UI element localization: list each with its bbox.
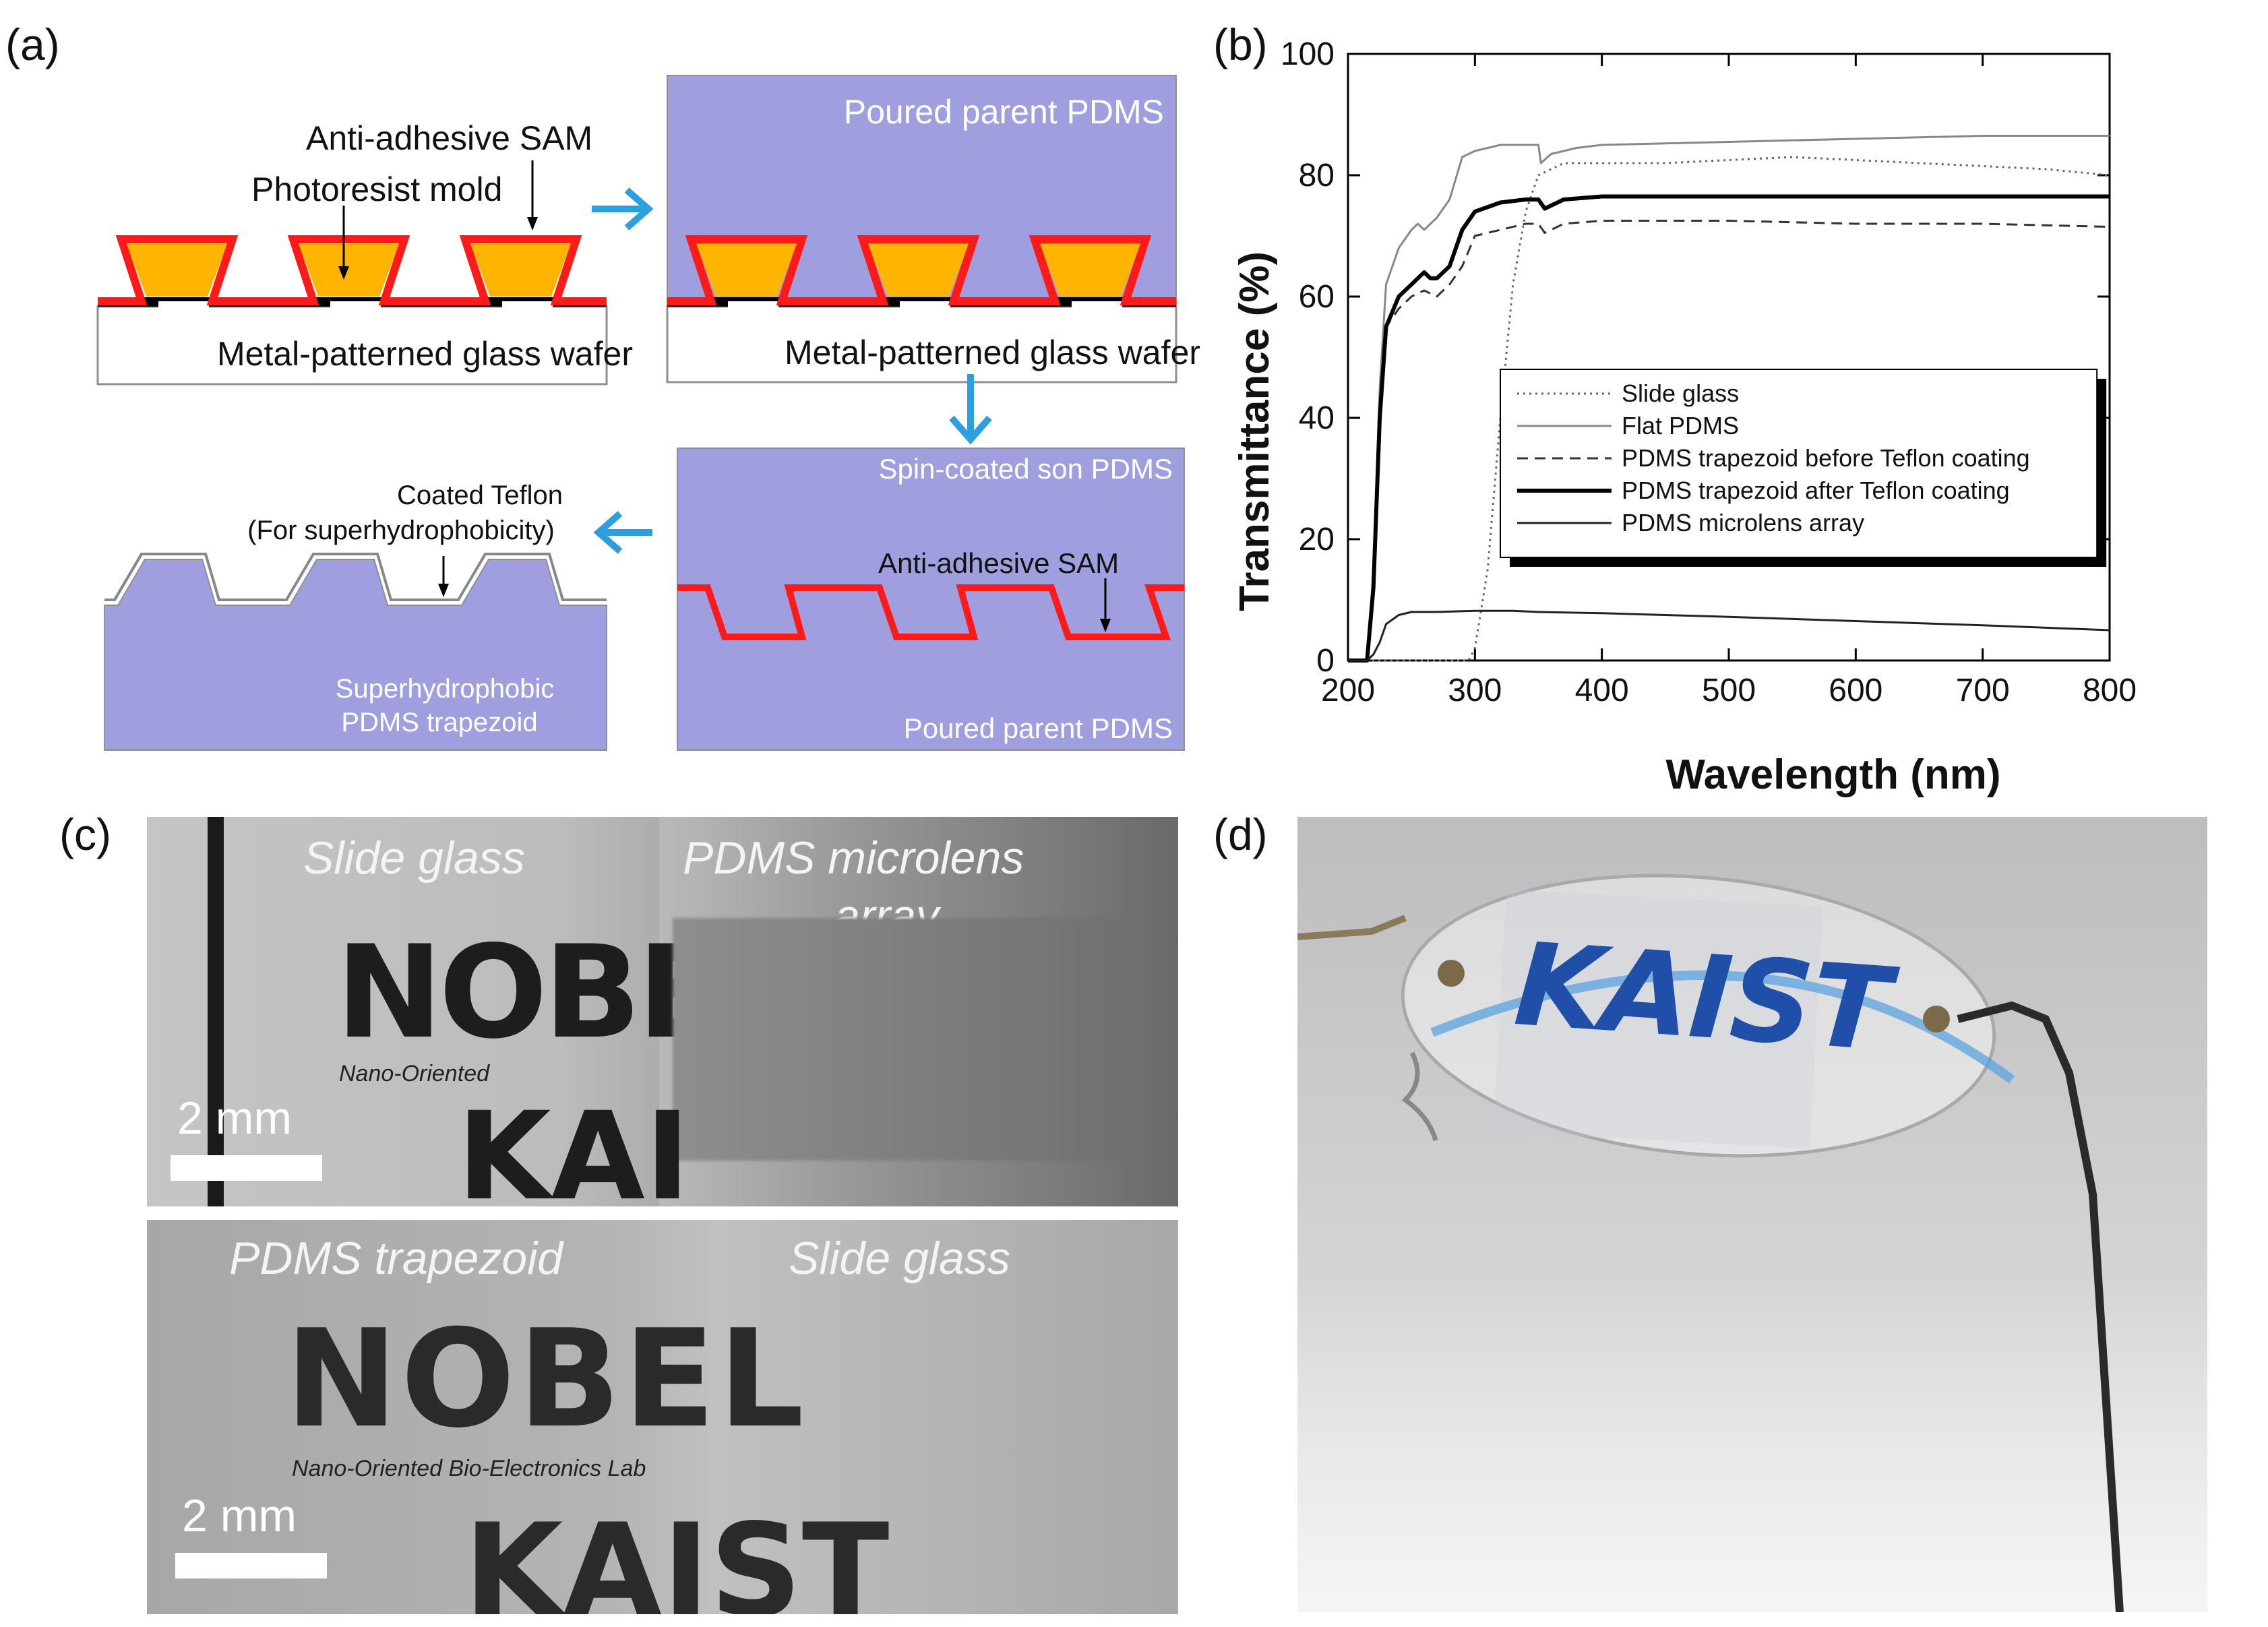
photo-c-top: Slide glass PDMS microlens array NOBEL N… xyxy=(147,817,1178,1206)
c-top-left-caption: Slide glass xyxy=(303,832,525,884)
fabrication-schematic: Anti-adhesive SAM Photoresist mold Metal… xyxy=(96,75,1200,751)
c-bottom-logo-kaist: KAIST xyxy=(464,1496,890,1614)
y-tick-label: 0 xyxy=(1316,643,1335,679)
step4-bottom-label-1: Superhydrophobic xyxy=(336,674,555,704)
c-bottom-left-caption: PDMS trapezoid xyxy=(229,1233,563,1284)
step3-spin-coated xyxy=(677,448,1185,751)
c-bottom-scalebar xyxy=(175,1553,327,1578)
plot-frame xyxy=(1347,53,2111,662)
step4-bottom-label-2: PDMS trapezoid xyxy=(341,708,537,737)
c-top-scale-label: 2 mm xyxy=(177,1093,292,1144)
step4-teflon-label-1: Coated Teflon xyxy=(397,481,563,510)
x-tick-label: 700 xyxy=(1956,673,2010,708)
step1-mold-label: Photoresist mold xyxy=(251,171,502,208)
c-top-right-caption-1: PDMS microlens xyxy=(683,832,1024,884)
x-tick-label: 600 xyxy=(1829,673,1882,708)
photo-d-glasses: KAIST xyxy=(1297,817,2207,1612)
c-bottom-logo: NOBEL xyxy=(285,1301,807,1458)
step4-superhydrophobic xyxy=(104,553,607,751)
x-tick-label: 500 xyxy=(1702,673,1756,708)
y-tick-label: 60 xyxy=(1299,279,1335,315)
arrow-down-icon xyxy=(949,374,992,445)
kaist-logo: KAIST xyxy=(1510,918,1893,1078)
x-tick-label: 400 xyxy=(1575,673,1629,708)
legend-label: PDMS trapezoid before Teflon coating xyxy=(1622,444,2030,472)
y-tick-label: 40 xyxy=(1299,400,1335,436)
c-top-scalebar xyxy=(171,1155,322,1181)
chart-xlabel: Wavelength (nm) xyxy=(1665,751,2000,798)
step2-wafer-label: Metal-patterned glass wafer xyxy=(785,334,1200,371)
photo-c-bottom: PDMS trapezoid Slide glass NOBEL Nano-Or… xyxy=(147,1220,1178,1614)
legend-box xyxy=(1500,369,2098,558)
step3-top-label: Spin-coated son PDMS xyxy=(878,453,1173,485)
c-top-logo-kaist: KAI xyxy=(457,1086,690,1206)
step3-sam-label: Anti-adhesive SAM xyxy=(878,547,1119,579)
series-line-1 xyxy=(1348,156,2110,662)
y-tick-label: 80 xyxy=(1299,158,1335,193)
series-line-5 xyxy=(1348,609,2110,662)
legend-label: Flat PDMS xyxy=(1622,412,1739,439)
x-tick-label: 300 xyxy=(1448,673,1502,708)
panel-d-label: (d) xyxy=(1213,809,1268,859)
step2-title: Poured parent PDMS xyxy=(844,93,1164,131)
step2-poured-parent xyxy=(666,75,1177,383)
step1-sam-label: Anti-adhesive SAM xyxy=(306,119,592,157)
panel-a-label: (a) xyxy=(5,20,60,69)
legend-label: PDMS microlens array xyxy=(1622,509,1864,536)
arrow-right-icon xyxy=(592,187,654,231)
chart-ylabel: Transmittance (%) xyxy=(1231,251,1278,611)
eyeglasses xyxy=(1297,873,2124,1612)
c-bottom-scale-label: 2 mm xyxy=(182,1490,297,1541)
c-top-logo-small: Nano-Oriented xyxy=(339,1061,490,1086)
step4-teflon-label-2: (For superhydrophobicity) xyxy=(247,516,555,545)
y-tick-label: 100 xyxy=(1281,40,1335,72)
series-line-2 xyxy=(1348,135,2110,662)
x-tick-label: 200 xyxy=(1321,673,1375,708)
step3-bottom-label: Poured parent PDMS xyxy=(904,712,1173,744)
step1-wafer-label: Metal-patterned glass wafer xyxy=(217,335,633,373)
glass-edge xyxy=(208,817,224,1206)
series-line-4 xyxy=(1348,194,2110,663)
arrow-left-icon xyxy=(593,511,652,554)
c-bottom-right-caption: Slide glass xyxy=(789,1233,1010,1284)
c-bottom-logo-small: Nano-Oriented Bio-Electronics Lab xyxy=(292,1456,646,1481)
legend-label: Slide glass xyxy=(1622,379,1739,407)
legend-label: PDMS trapezoid after Teflon coating xyxy=(1622,477,2010,504)
x-tick-label: 800 xyxy=(2083,673,2137,708)
step1-mold-on-wafer xyxy=(96,160,608,386)
panel-b-label: (b) xyxy=(1213,20,1268,69)
y-tick-label: 20 xyxy=(1299,522,1335,557)
panel-c-label: (c) xyxy=(59,809,111,859)
